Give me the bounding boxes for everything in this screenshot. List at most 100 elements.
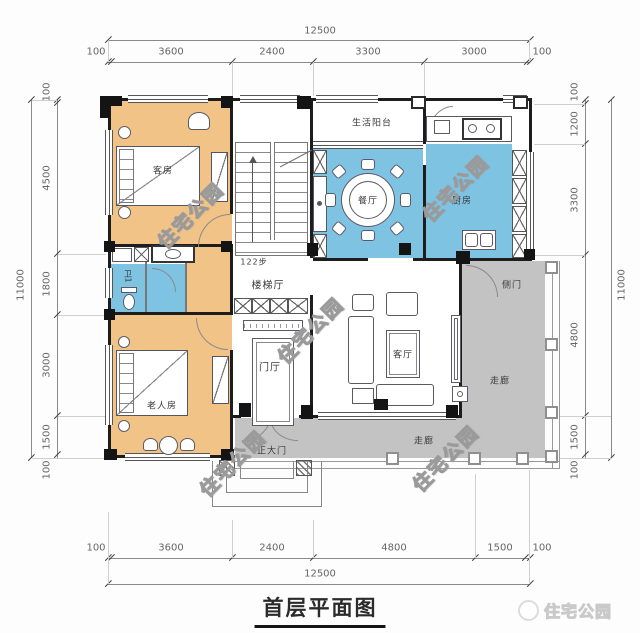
dim-bot-3: 4800 xyxy=(381,542,407,554)
column xyxy=(100,96,110,118)
sideboard-knob xyxy=(317,201,322,206)
dim-left-4: 1500 xyxy=(41,424,53,450)
veranda-edge xyxy=(235,468,560,469)
stair-note: 122步 xyxy=(240,257,268,267)
tv-stand-knob xyxy=(457,391,463,397)
dim-right-5: 100 xyxy=(569,460,581,480)
window-left-bath xyxy=(105,268,113,298)
window-right-kitchen xyxy=(526,152,534,250)
nightstand xyxy=(118,420,130,432)
wall-v2a xyxy=(310,98,313,258)
ext-line xyxy=(32,458,106,459)
dim-line-bottom-seg xyxy=(108,558,530,559)
living-armchair xyxy=(386,292,418,316)
dim-line-left-total xyxy=(31,100,32,458)
wall-v3b xyxy=(423,165,426,261)
wall-bath-bottom xyxy=(108,312,233,315)
stove-burner xyxy=(486,124,495,133)
stove-burner xyxy=(468,124,477,133)
tick xyxy=(526,580,535,588)
veranda-column xyxy=(545,406,558,419)
wall-v2b xyxy=(310,295,313,418)
dining-chair xyxy=(361,159,375,170)
foyer-rug xyxy=(252,338,294,426)
brand-logo: 住宅公园 xyxy=(518,598,612,622)
shoe-cabinet xyxy=(234,298,252,314)
dim-left-1: 4500 xyxy=(41,165,53,191)
shoe-cabinet xyxy=(252,298,270,314)
wall-v3a xyxy=(423,98,426,144)
nightstand xyxy=(118,336,130,348)
column xyxy=(104,241,115,252)
vanity-basin xyxy=(165,249,181,259)
nightstand xyxy=(118,126,131,139)
column xyxy=(399,243,411,255)
column xyxy=(374,399,388,410)
dim-bot-2: 2400 xyxy=(259,542,285,554)
toilet-tank xyxy=(121,287,137,293)
wall-dining-bottom-a xyxy=(313,258,368,261)
room-label-foyer: 门厅 xyxy=(259,362,281,374)
dim-bottom-total: 12500 xyxy=(304,568,336,580)
ext-line xyxy=(424,62,425,96)
dim-top-total: 12500 xyxy=(304,25,336,37)
dim-right-2: 3300 xyxy=(569,187,581,213)
porch-column-hatched xyxy=(219,460,235,476)
dim-top-3: 3300 xyxy=(355,46,381,58)
column xyxy=(221,449,234,460)
ext-line xyxy=(560,458,611,459)
entry-steps-mid xyxy=(226,461,308,493)
column xyxy=(456,251,470,264)
ext-line xyxy=(232,520,233,558)
veranda-edge xyxy=(552,261,553,469)
shoe-cabinet xyxy=(270,298,288,314)
dim-line-right-total xyxy=(611,100,612,458)
elder-wardrobe xyxy=(212,356,229,404)
dining-cabinet xyxy=(313,150,327,174)
elder-chair xyxy=(180,438,195,451)
ext-line xyxy=(108,40,109,62)
column-outline xyxy=(513,96,528,109)
nightstand xyxy=(118,206,131,219)
veranda-edge xyxy=(559,261,560,469)
ext-line xyxy=(58,254,106,255)
dim-left-5: 100 xyxy=(41,460,53,480)
ext-line xyxy=(560,416,611,417)
column xyxy=(297,96,311,109)
kitchen-cabinet xyxy=(512,206,527,232)
column xyxy=(307,243,318,256)
living-armchair xyxy=(352,294,374,311)
dining-table-inner xyxy=(349,181,387,219)
ext-line xyxy=(475,474,476,558)
page-title: 首层平面图 xyxy=(254,592,386,628)
window-left-elder xyxy=(105,345,113,425)
room-label-bath: 卫1 xyxy=(123,269,133,283)
wall-v1c xyxy=(230,350,233,458)
column-outline xyxy=(411,96,426,109)
ext-line xyxy=(534,255,585,256)
dining-chair xyxy=(361,230,375,241)
window-living-bottom xyxy=(318,412,456,420)
veranda-column xyxy=(386,452,399,465)
bed-pillows xyxy=(119,353,134,413)
ext-line xyxy=(32,100,57,101)
living-sofa-bottom xyxy=(376,384,434,406)
ext-line xyxy=(534,104,585,105)
dim-line-left-seg xyxy=(57,100,58,458)
room-label-dining: 餐厅 xyxy=(357,196,379,207)
kitchen-stove xyxy=(462,118,502,140)
dim-line-right-seg xyxy=(585,100,586,458)
elder-chair xyxy=(143,438,158,451)
porch-column-hatched xyxy=(296,460,312,476)
sink-basin xyxy=(465,233,478,247)
living-side-table xyxy=(352,388,374,404)
ext-line xyxy=(529,470,530,584)
veranda-column xyxy=(545,261,558,274)
window-top-stairs xyxy=(240,95,300,103)
column xyxy=(221,96,233,108)
toilet-bowl xyxy=(123,294,135,310)
wall-foyer-bottom-a xyxy=(233,415,241,418)
wall-v1a xyxy=(230,101,233,214)
ext-line xyxy=(58,315,106,316)
guest-wardrobe xyxy=(211,152,228,202)
